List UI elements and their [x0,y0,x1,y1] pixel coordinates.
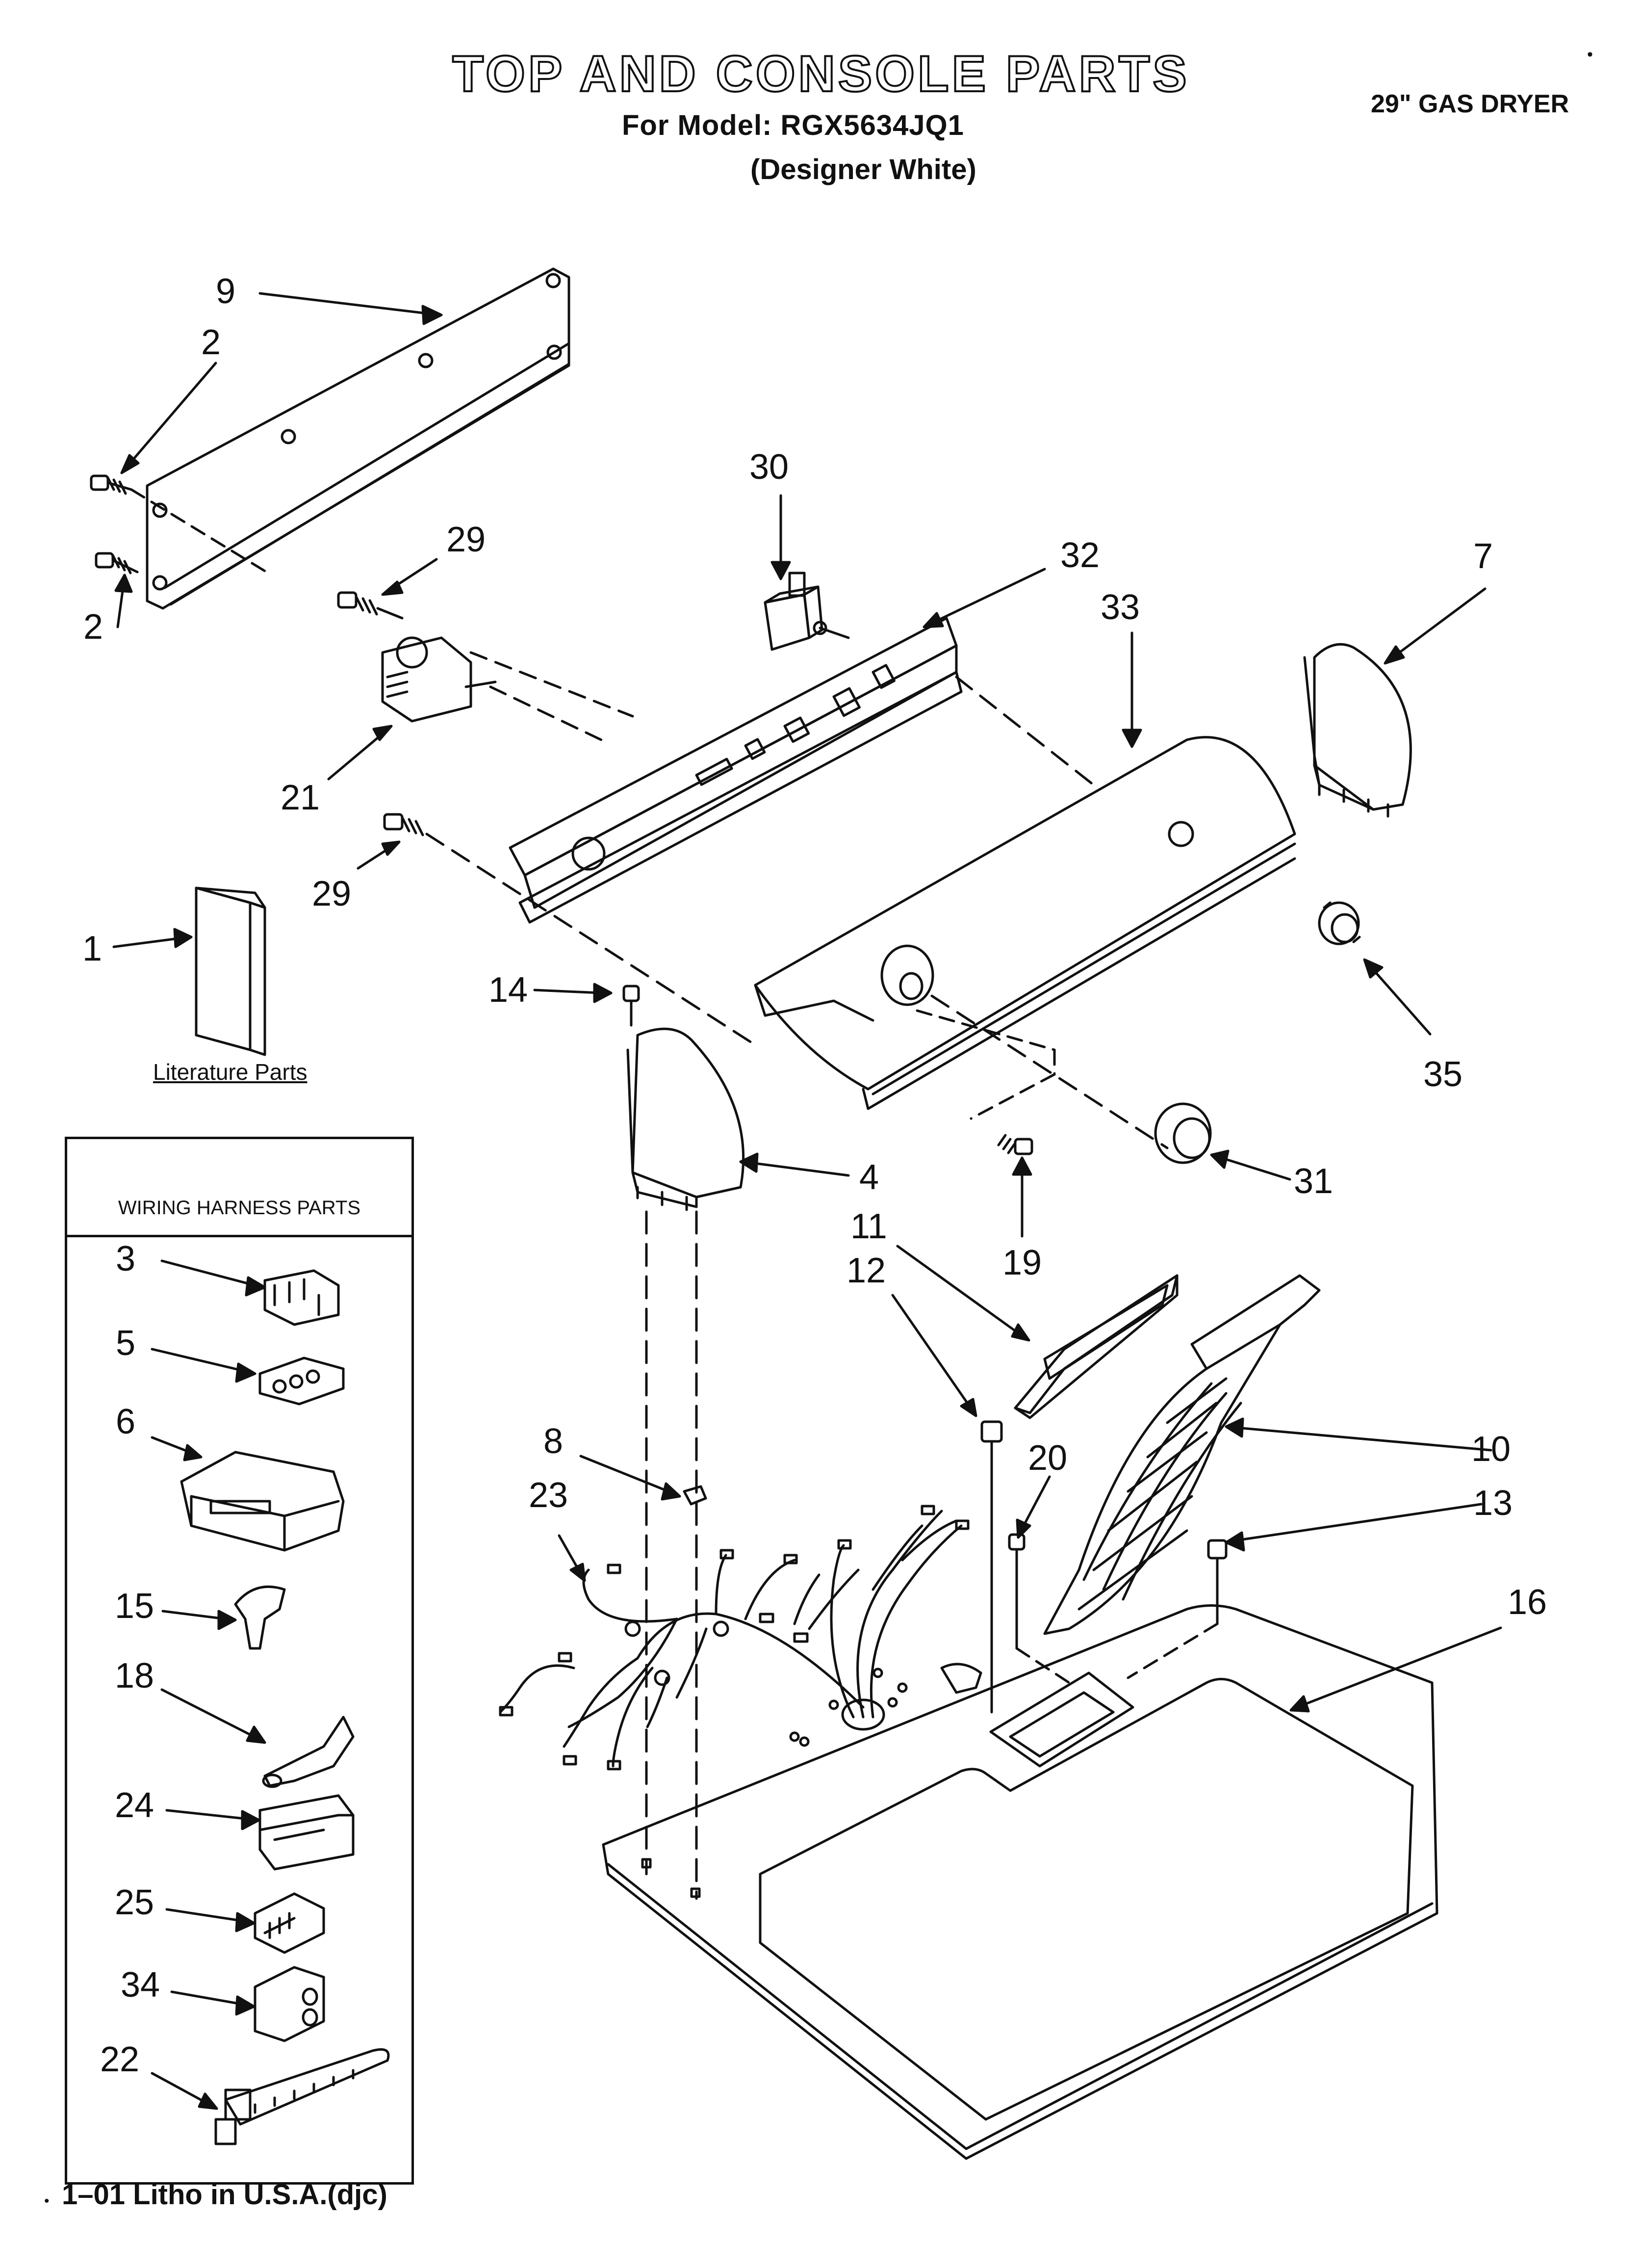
harness-part-15 [234,1585,286,1650]
harness-part-18 [262,1716,355,1788]
color-line: (Designer White) [750,154,976,185]
callout-number: 16 [1508,1583,1547,1622]
harness-part-24 [258,1794,355,1871]
lint-filter-part [1043,1274,1321,1635]
callout-number: 25 [115,1883,154,1922]
callout-number: 15 [115,1587,154,1626]
callout-number: 33 [1101,588,1140,627]
callout-number: 32 [1060,536,1100,575]
clip-part [683,1485,707,1506]
callout-number: 35 [1423,1055,1462,1094]
callout-number: 29 [312,874,351,913]
top-panel-part [602,1604,1438,2160]
screw-part [90,474,271,575]
callout-number: 8 [543,1422,563,1461]
wiring-harness-part [499,1505,970,1771]
harness-part-22 [214,2048,390,2145]
harness-part-34 [254,1966,325,2042]
corner-mark: • [1587,45,1593,64]
product-label: 29" GAS DRYER [1371,90,1569,118]
callout-number: 30 [749,447,789,487]
callout-number: 12 [847,1251,886,1290]
control-bracket-part [509,617,1095,924]
leader-lines [112,292,1502,2110]
page-title: TOP AND CONSOLE PARTS [451,45,1190,104]
end-cap-right-part [1303,643,1412,818]
wiring-harness-heading: WIRING HARNESS PARTS [118,1197,361,1219]
callout-number: 20 [1028,1438,1067,1478]
callout-number: 5 [116,1324,135,1363]
callout-number: 22 [100,2040,139,2079]
callout-number: 24 [115,1786,154,1825]
callout-number: 31 [1294,1162,1333,1201]
callout-number: 4 [859,1158,879,1197]
clip-part [980,1420,1003,1714]
callout-number: 19 [1002,1243,1042,1282]
knob-part [1318,901,1361,945]
callout-number: 23 [529,1476,568,1515]
callout-number: 2 [201,323,221,362]
rear-panel-part [146,267,570,610]
literature-caption: Literature Parts [153,1059,308,1085]
timer-switch-part [337,591,634,742]
callout-number: 34 [121,1965,160,2005]
screw-part [383,813,757,1046]
callout-number: 3 [116,1239,135,1278]
model-line: For Model: RGX5634JQ1 [622,109,964,141]
callout-number: 11 [850,1207,887,1246]
console-part [754,736,1296,1149]
selector-part [764,572,850,651]
callout-number: 9 [216,272,235,311]
literature-book-part [195,886,266,1056]
wiring-harness-header: WIRING HARNESS PARTS [67,1139,411,1237]
litho-footer: 1–01 Litho in U.S.A.(djc) [62,2179,387,2211]
callout-number: 29 [446,520,486,559]
lint-screen-part [1014,1274,1179,1419]
harness-part-3 [263,1269,340,1326]
harness-part-25 [254,1892,325,1954]
screw-part [95,552,139,574]
callout-number: 13 [1473,1484,1513,1523]
callout-number: 10 [1471,1430,1511,1469]
footer-mark: • [44,2193,50,2209]
callout-number: 1 [82,929,102,968]
wiring-harness-panel: WIRING HARNESS PARTS [65,1137,414,2185]
callout-number: 2 [83,607,103,647]
callout-number: 7 [1473,537,1493,576]
knob-part [1154,1102,1212,1164]
screw-part [1127,1539,1228,1679]
end-cap-left-part [622,985,745,1900]
callout-number: 14 [488,970,528,1010]
callout-number: 18 [115,1656,154,1695]
harness-part-5 [258,1356,345,1406]
harness-part-6 [180,1451,345,1552]
callout-number: 6 [116,1402,135,1441]
screw-part [1008,1533,1071,1684]
callout-number: 21 [281,778,320,817]
screw-part [997,1134,1033,1155]
callout-labels: 9 2 2 30 29 32 7 33 21 29 1 14 35 4 31 1… [82,272,1547,2079]
